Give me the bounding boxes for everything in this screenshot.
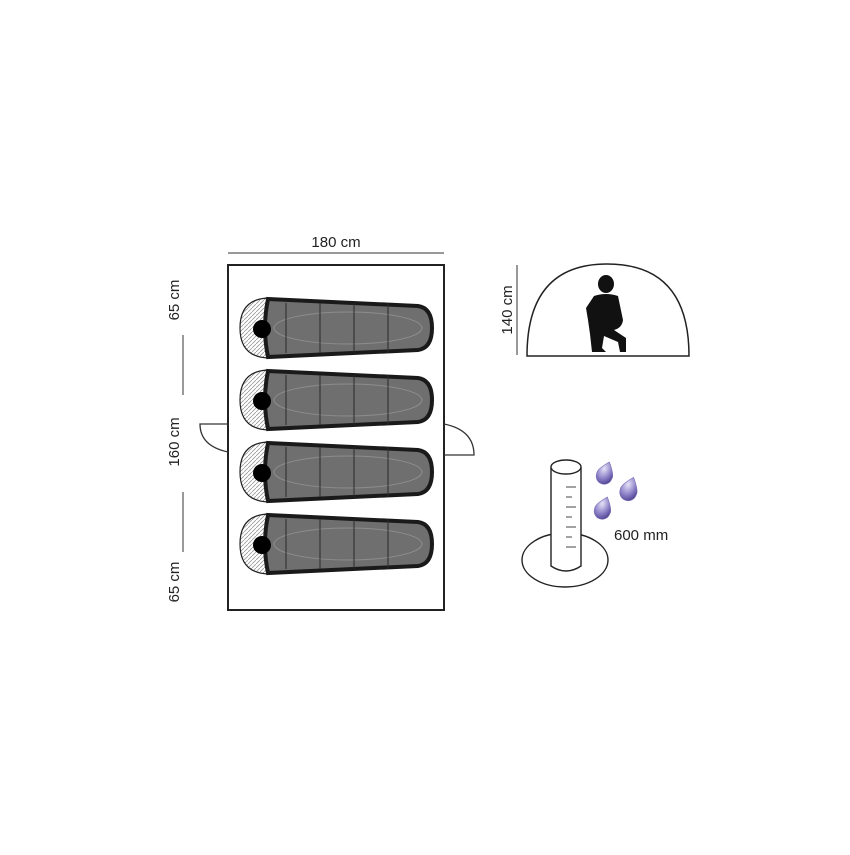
side-top-label: 65 cm — [166, 280, 183, 321]
sleeping-bag-body — [263, 512, 435, 576]
middle-label: 160 cm — [166, 417, 183, 466]
sleeping-bags — [239, 296, 435, 576]
tent-floor-outline — [227, 264, 445, 611]
water-droplet — [595, 461, 614, 485]
sleeping-bag — [239, 368, 435, 432]
right-door — [443, 423, 475, 456]
sleeping-bag — [239, 296, 435, 360]
gauge-tube — [550, 467, 582, 572]
dome-outline — [526, 263, 690, 357]
person-silhouette — [586, 275, 626, 352]
gauge-ticks — [566, 486, 576, 548]
sleeping-bag-body — [263, 296, 435, 360]
water-droplets — [593, 461, 638, 520]
sleeping-bag-contour — [273, 311, 423, 345]
sleeper-head — [253, 464, 271, 482]
rating-label: 600 mm — [614, 527, 668, 544]
sleeper-head — [253, 536, 271, 554]
sleeping-bag-contour — [273, 455, 423, 489]
height-label: 140 cm — [499, 285, 516, 334]
water-droplet — [619, 476, 638, 502]
sleeper-head — [253, 392, 271, 410]
left-door — [199, 423, 229, 453]
sleeping-bag-body — [263, 440, 435, 504]
height-view: 140 cm — [499, 263, 690, 357]
sleeping-bag-contour — [273, 383, 423, 417]
sleeping-bag — [239, 440, 435, 504]
sleeping-bag — [239, 512, 435, 576]
gauge-tube-top — [550, 459, 582, 475]
side-bottom-label: 65 cm — [166, 562, 183, 603]
water-droplet — [593, 496, 612, 520]
width-label: 180 cm — [311, 234, 360, 251]
sleeping-bag-body — [263, 368, 435, 432]
waterproof-rating: 600 mm — [521, 459, 668, 588]
sleeping-bag-contour — [273, 527, 423, 561]
sleeper-head — [253, 320, 271, 338]
floor-plan: 180 cm 65 cm 160 cm 65 cm — [166, 234, 475, 611]
